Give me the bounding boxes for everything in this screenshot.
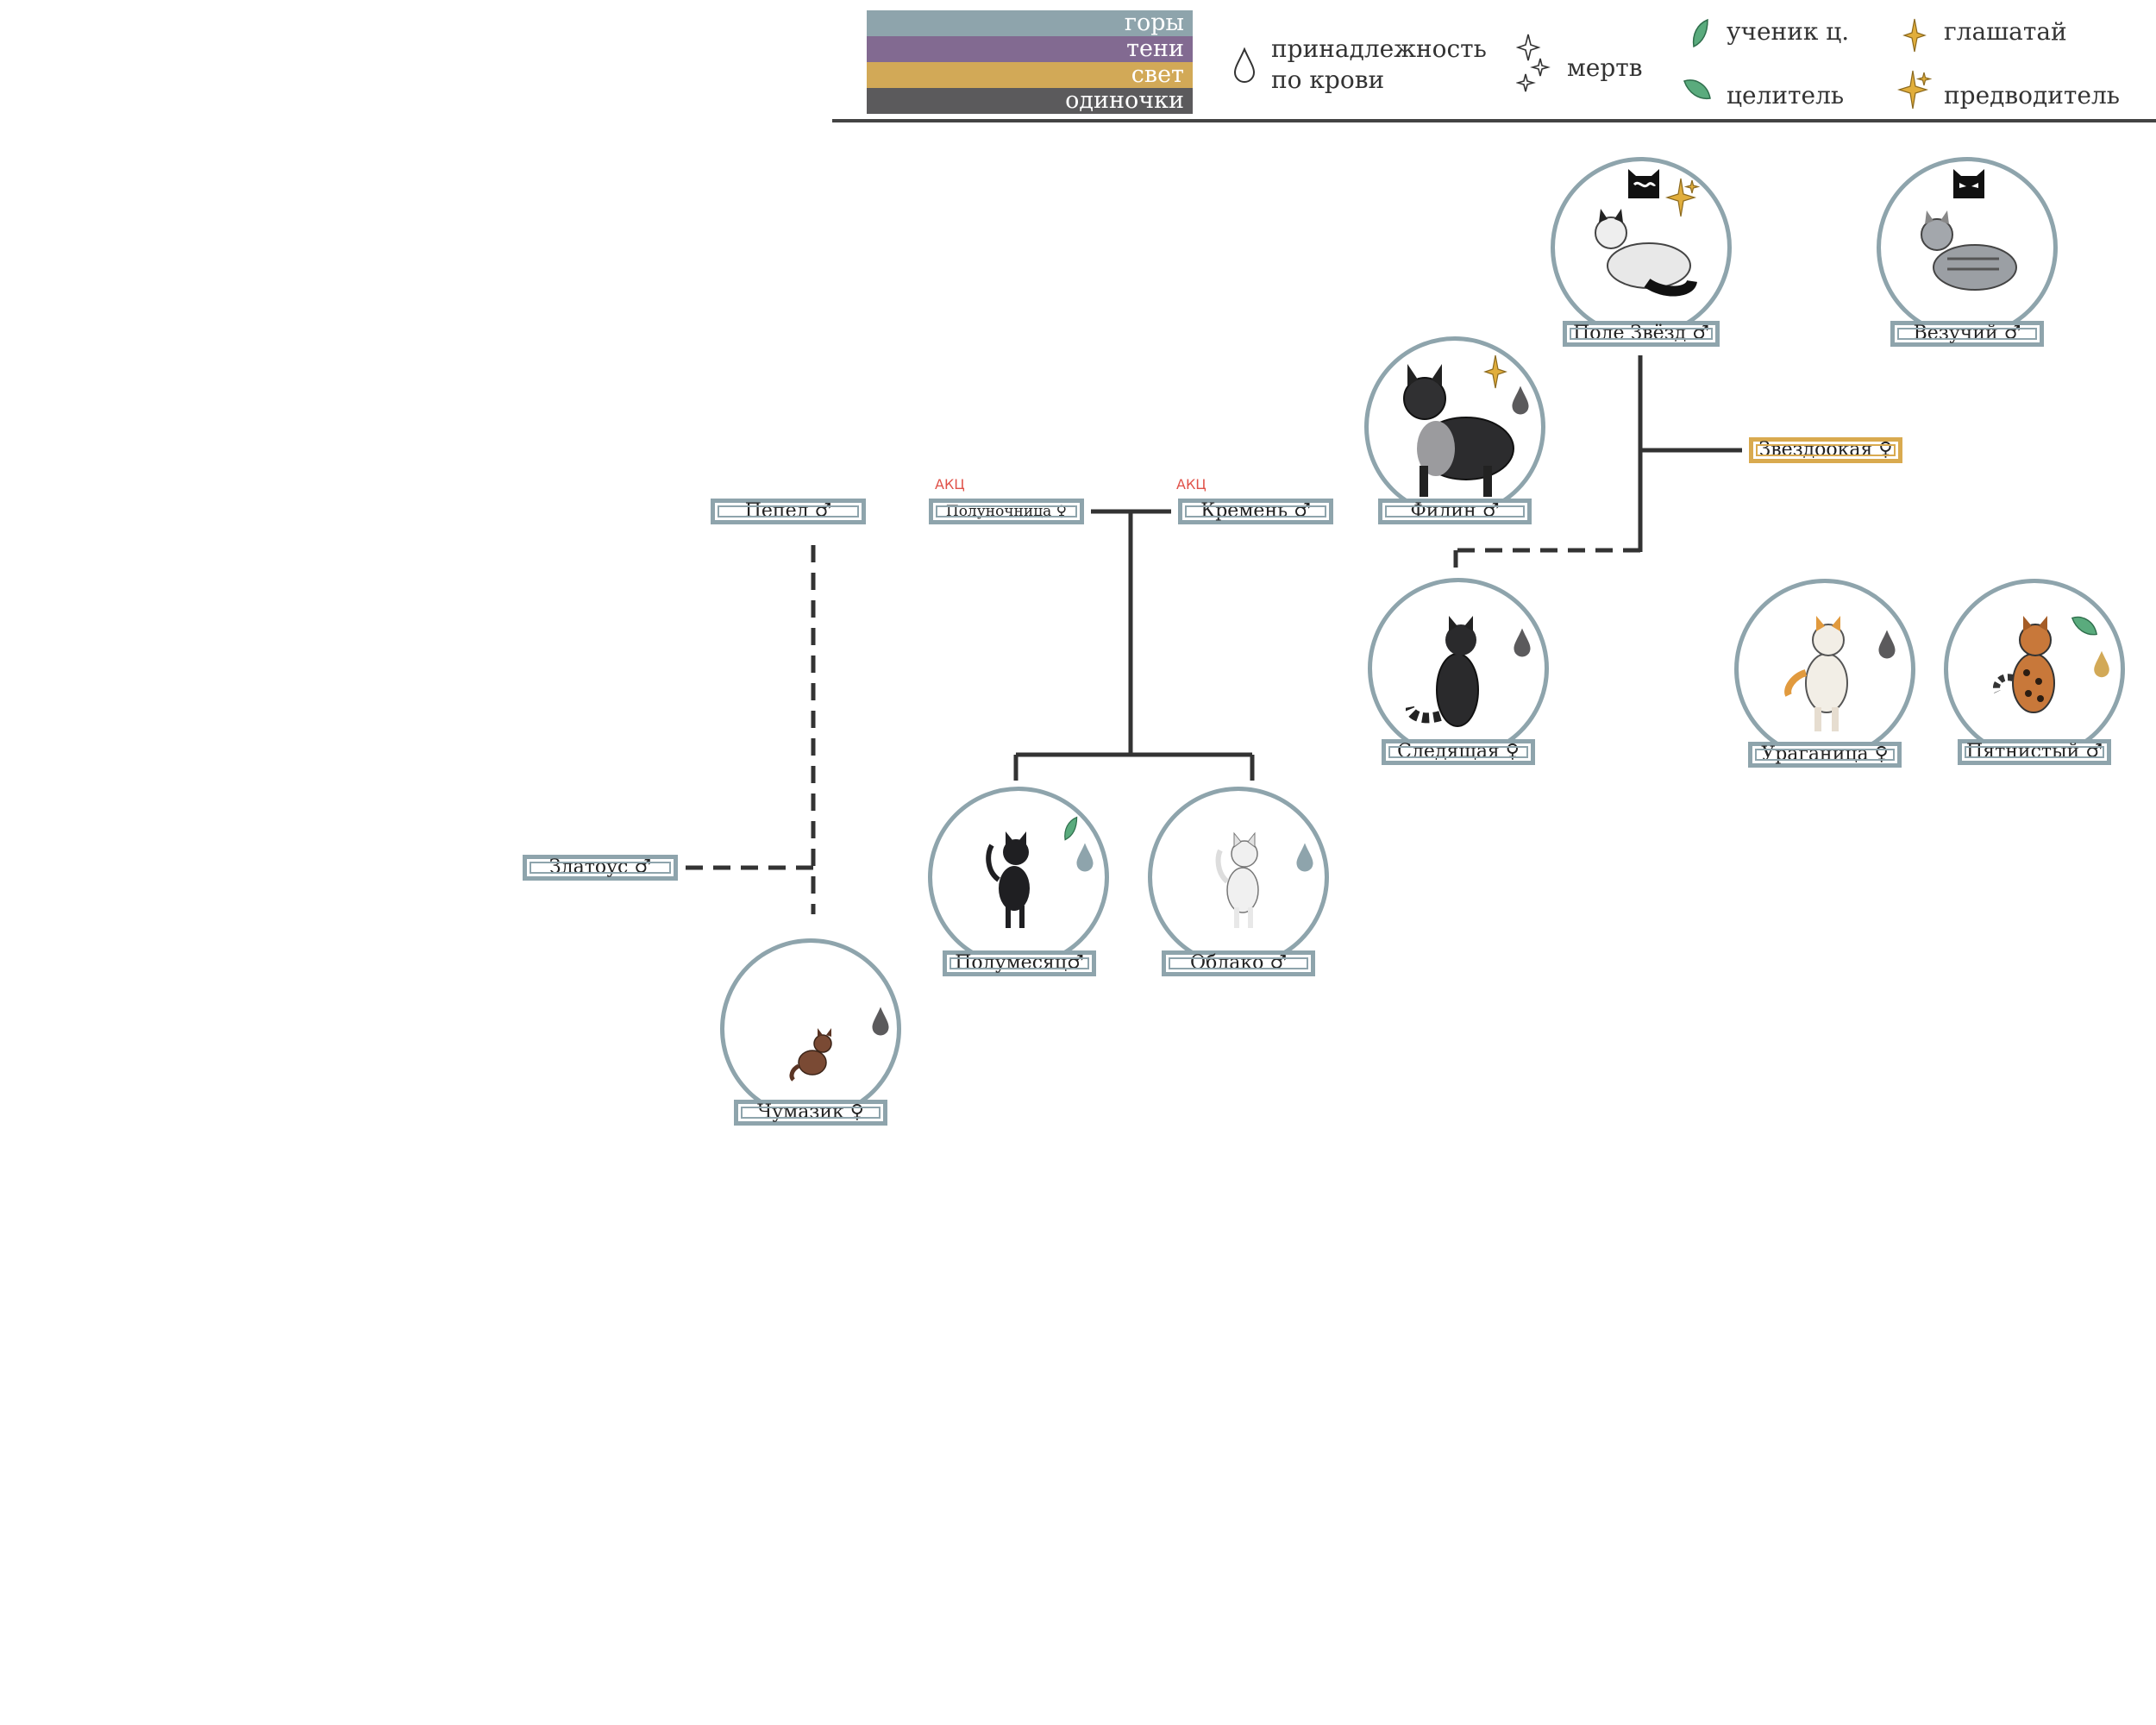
name-pepel: Пепел ♂ <box>711 499 866 524</box>
dead-stars-icon <box>1516 34 1551 92</box>
name-vezuchiy: Везучий ♂ <box>1890 321 2044 347</box>
legend-blood-label: принадлежность <box>1271 34 1487 63</box>
legend-clan-light: свет <box>867 62 1193 88</box>
portrait-chumazik <box>720 938 901 1120</box>
name-polunochnitsa: Полуночница ♀ <box>929 499 1084 524</box>
name-sledyaschaya: Следящая ♀ <box>1382 739 1535 765</box>
mountain-clan-emblem-icon <box>1628 169 1659 198</box>
name-pyatnistiy: Пятнистый ♂ <box>1958 739 2111 765</box>
cat-figure-icon <box>1406 616 1479 727</box>
cat-figure-icon <box>1215 831 1259 928</box>
legend-clan-loners: одиночки <box>867 88 1193 114</box>
leaf-icon <box>1064 816 1078 841</box>
blood-drop-icon <box>1296 843 1313 872</box>
legend-deputy-label: глашатай <box>1944 17 2067 46</box>
cat-figure-icon <box>1993 616 2055 713</box>
blood-drop-icon <box>2094 650 2109 678</box>
cat-figure-icon <box>1784 616 1848 731</box>
cat-figure-icon <box>1403 364 1514 497</box>
name-uraganitsa: Ураганица ♀ <box>1748 742 1902 768</box>
legend-med-apprentice-label: ученик ц. <box>1727 17 1850 46</box>
blood-drop-icon <box>1076 843 1094 872</box>
legend-blood-label-2: по крови <box>1271 66 1385 94</box>
cat-figure-icon <box>1921 210 2017 291</box>
name-zvezdookaya: Звездоокая ♀ <box>1749 437 1902 463</box>
name-pole-zvezd: Поле Звёзд ♂ <box>1563 321 1720 347</box>
name-oblako: Облако ♂ <box>1162 950 1315 976</box>
leaf-icon <box>2071 616 2097 636</box>
blood-drop-icon <box>1233 47 1256 83</box>
leader-stars-icon <box>1664 178 1701 217</box>
blood-drop-icon <box>872 1007 889 1036</box>
cat-figure-icon <box>789 1028 832 1082</box>
blood-drop-icon <box>1514 628 1531 657</box>
legend-clan-shadows: тени <box>867 36 1193 62</box>
legend-medicine-label: целитель <box>1727 81 1845 110</box>
leaf-icon <box>1692 18 1708 48</box>
name-chumazik: Чумазик ♀ <box>734 1100 887 1126</box>
cat-figure-icon <box>986 831 1030 928</box>
blood-drop-icon <box>1878 630 1896 659</box>
name-kremen: Кремень ♂ <box>1178 499 1333 524</box>
deputy-star-icon <box>1483 354 1507 389</box>
leader-stars-icon <box>1897 70 1932 110</box>
name-polumesyats: Полумесяц♂ <box>943 950 1096 976</box>
legend-clan-mountains: горы <box>867 10 1193 36</box>
acc-tag-polunochnitsa: АКЦ <box>935 476 965 492</box>
legend-leader-label: предводитель <box>1944 81 2121 110</box>
deputy-star-icon <box>1902 18 1927 53</box>
legend-dead-label: мертв <box>1567 53 1643 82</box>
cat-figure-icon <box>1595 209 1697 297</box>
name-zlatous: Златоус ♂ <box>523 855 678 881</box>
leaf-icon <box>1683 79 1711 100</box>
shadow-clan-emblem-icon <box>1953 169 1984 198</box>
blood-drop-icon <box>1512 386 1529 415</box>
acc-tag-kremen: АКЦ <box>1176 476 1206 492</box>
name-filin: Филин ♂ <box>1378 499 1532 524</box>
